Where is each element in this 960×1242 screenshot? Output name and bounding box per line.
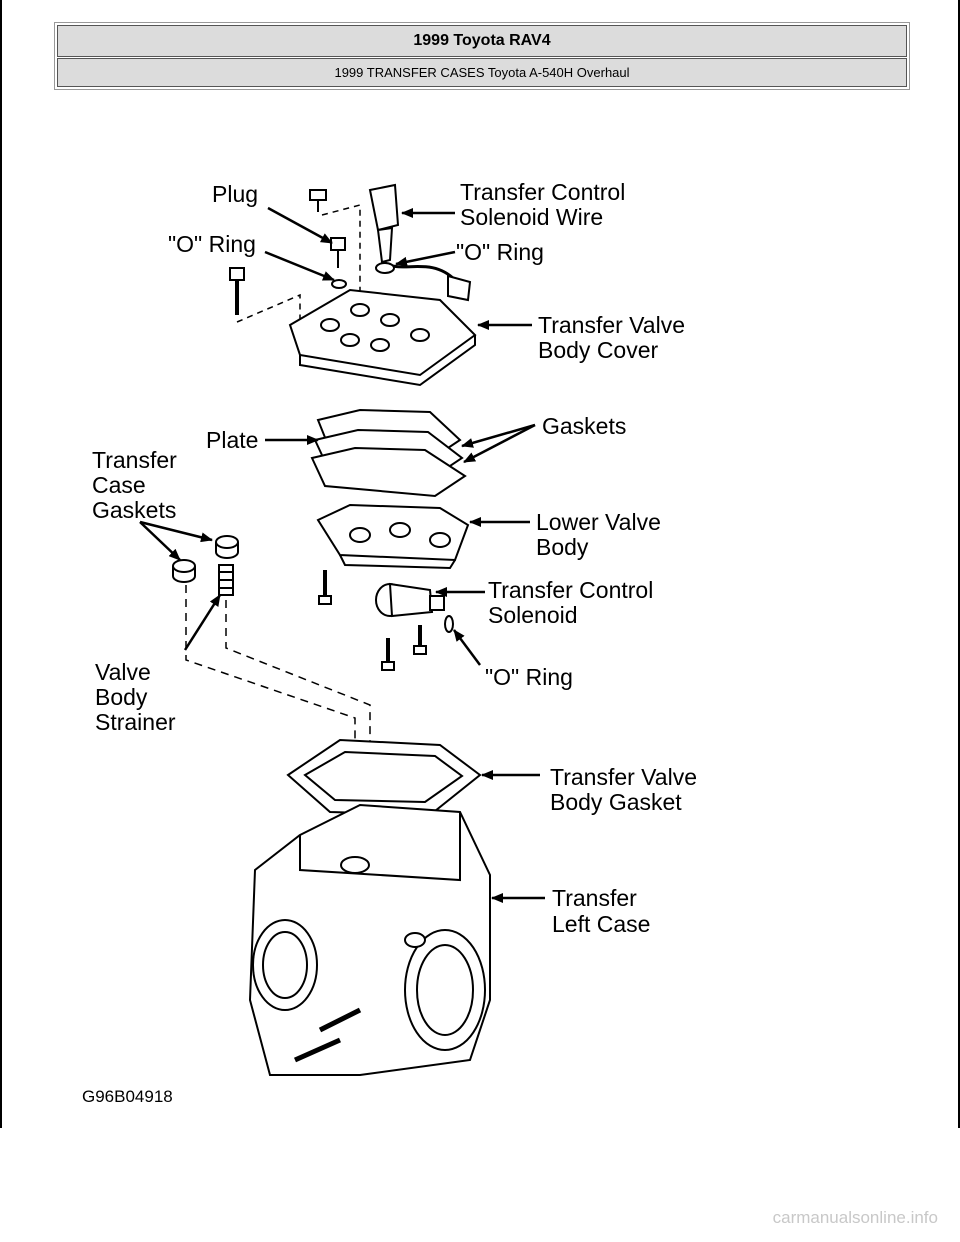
valve-body-strainer-part <box>218 564 234 596</box>
transfer-control-solenoid-part <box>375 582 454 633</box>
label-o-ring-wire: "O" Ring <box>456 239 544 265</box>
page-right-border <box>958 0 960 1128</box>
page-title: 1999 Toyota RAV4 <box>57 25 907 57</box>
label-plug: Plug <box>212 181 258 207</box>
page-subtitle: 1999 TRANSFER CASES Toyota A-540H Overha… <box>57 58 907 87</box>
label-strainer-line3: Strainer <box>95 709 176 735</box>
label-solenoid-line2: Solenoid <box>488 602 578 628</box>
figure-code: G96B04918 <box>82 1087 173 1106</box>
valve-body-gasket-part <box>286 738 482 817</box>
page-left-border <box>0 0 2 1128</box>
header-frame <box>54 22 910 90</box>
label-left-case-line1: Transfer <box>552 885 637 911</box>
label-o-ring-top: "O" Ring <box>168 231 256 257</box>
label-valve-body-gasket-line1: Transfer Valve <box>550 764 697 790</box>
label-gaskets: Gaskets <box>542 413 626 439</box>
transfer-left-case-part <box>248 803 491 1076</box>
label-strainer-line1: Valve <box>95 659 151 685</box>
label-valve-body-cover-line1: Transfer Valve <box>538 312 685 338</box>
transfer-case-gaskets-part <box>172 535 239 583</box>
plug-part <box>330 237 347 289</box>
label-case-gaskets-line3: Gaskets <box>92 497 176 523</box>
label-valve-body-gasket-line2: Body Gasket <box>550 789 682 815</box>
exploded-view-diagram: Plug "O" Ring Transfer Control Solenoid … <box>82 179 697 1106</box>
label-o-ring-solenoid: "O" Ring <box>485 664 573 690</box>
bolt-mid-part <box>318 570 332 605</box>
label-lower-valve-body-line2: Body <box>536 534 589 560</box>
label-valve-body-cover-line2: Body Cover <box>538 337 659 363</box>
solenoid-wire-part <box>368 183 472 302</box>
label-case-gaskets-line1: Transfer <box>92 447 177 473</box>
label-left-case-line2: Left Case <box>552 911 650 937</box>
label-solenoid-line1: Transfer Control <box>488 577 653 603</box>
label-case-gaskets-line2: Case <box>92 472 146 498</box>
label-lower-valve-body-line1: Lower Valve <box>536 509 661 535</box>
label-plate: Plate <box>206 427 258 453</box>
label-strainer-line2: Body <box>95 684 148 710</box>
valve-body-cover-part <box>288 288 477 387</box>
small-bolts-part <box>381 625 427 671</box>
long-bolt-part <box>229 267 245 315</box>
watermark: carmanualsonline.info <box>772 1208 938 1227</box>
bolt-top-part <box>309 189 327 212</box>
label-solenoid-wire-line2: Solenoid Wire <box>460 204 603 230</box>
label-solenoid-wire-line1: Transfer Control <box>460 179 625 205</box>
lower-valve-body-part <box>316 503 470 570</box>
plate-and-gaskets-part <box>310 408 467 498</box>
